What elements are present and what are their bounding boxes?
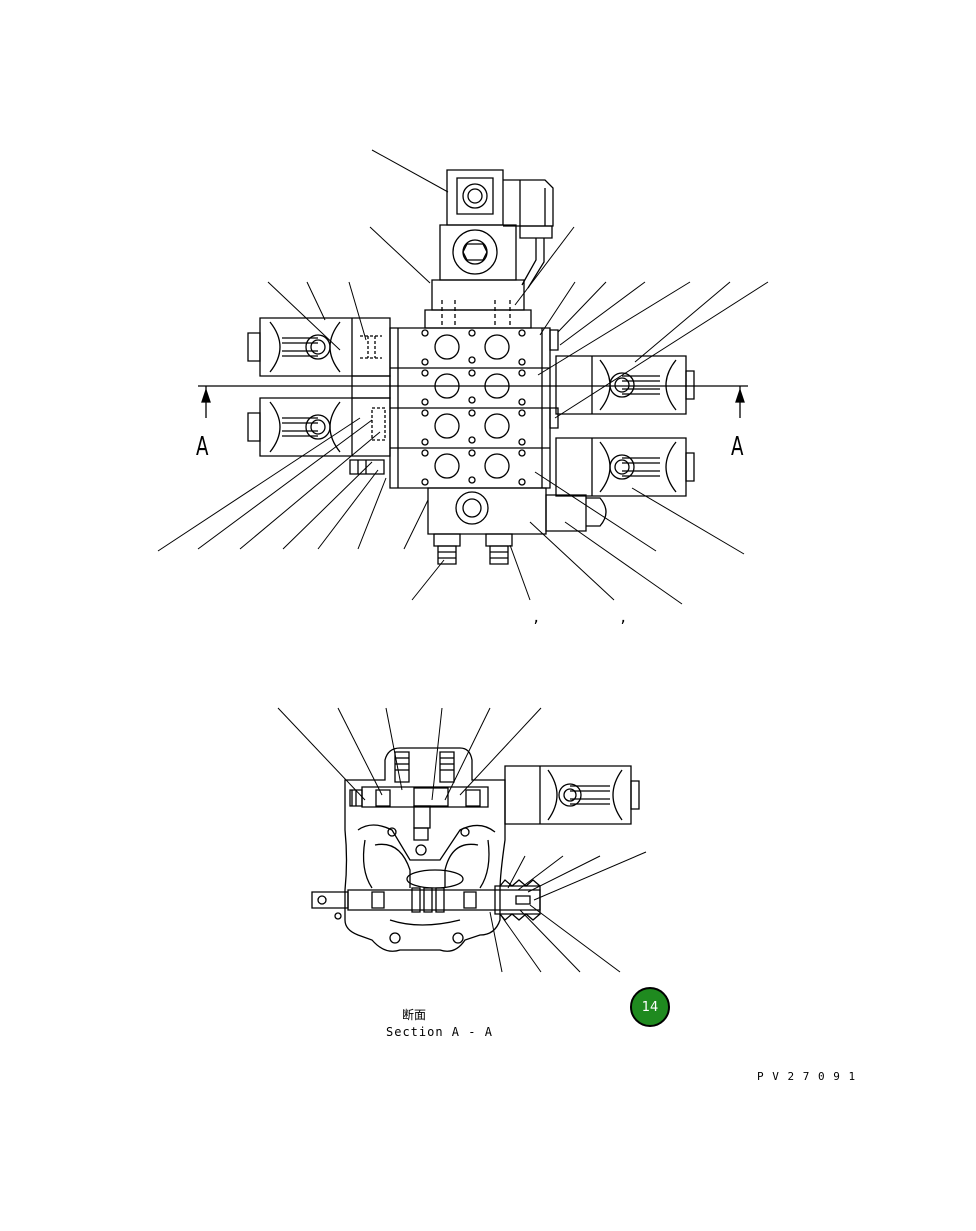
section-view xyxy=(278,708,646,972)
top-solenoid xyxy=(425,170,553,328)
section-cut-line xyxy=(198,386,748,418)
section-marker-left: A xyxy=(196,432,209,462)
leader-lines-section xyxy=(278,708,646,972)
inlet-block xyxy=(428,488,606,564)
valve-stack xyxy=(390,328,558,488)
page-number-badge: 14 xyxy=(630,987,670,1027)
section-marker-right: A xyxy=(731,432,744,462)
comma-mark-1: , xyxy=(532,610,541,626)
top-view xyxy=(158,150,768,604)
left-solenoid-upper xyxy=(248,318,390,376)
leader-lines-top xyxy=(158,150,768,604)
left-solenoid-lower xyxy=(248,398,390,456)
section-caption-jp: 断面 xyxy=(402,1008,427,1022)
comma-mark-2: , xyxy=(619,610,628,626)
drawing-code: P V 2 7 0 9 1 xyxy=(757,1070,857,1083)
section-caption-en: Section A - A xyxy=(386,1025,493,1039)
page-number-text: 14 xyxy=(641,999,659,1015)
right-solenoid-lower xyxy=(556,438,694,496)
right-solenoid-upper xyxy=(556,356,694,414)
